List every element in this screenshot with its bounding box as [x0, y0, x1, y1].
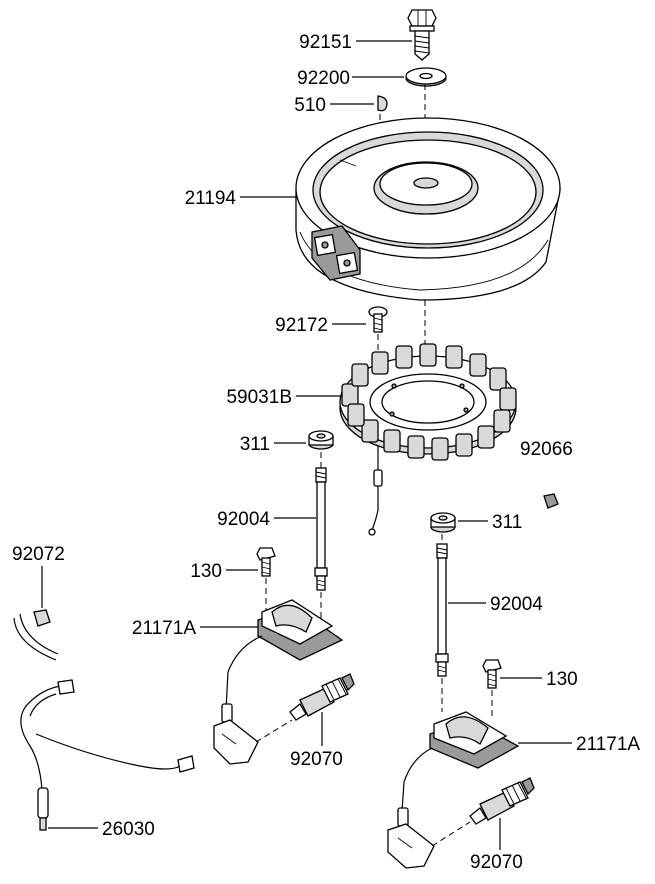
clip-92066 [543, 493, 559, 509]
label-59031B: 59031B [226, 387, 292, 408]
label-92072: 92072 [12, 544, 65, 565]
label-92004-left: 92004 [217, 509, 270, 530]
label-311-left: 311 [240, 434, 270, 455]
ignition-coil-21171A-right [387, 711, 520, 869]
label-92070-left: 92070 [290, 749, 343, 770]
nut-311-right [430, 512, 456, 533]
spark-plug-92070-right [469, 777, 535, 825]
key-510 [377, 95, 388, 112]
ignition-coil-21171A-left [213, 599, 344, 765]
label-92200: 92200 [297, 68, 350, 89]
bolt-92151 [407, 9, 437, 61]
label-92070-right: 92070 [470, 852, 523, 873]
wire-clip-92072 [13, 609, 59, 661]
stud-92004-left [314, 467, 328, 591]
label-311-right: 311 [492, 512, 522, 533]
label-130-left: 130 [190, 561, 222, 582]
stud-92004-right [435, 543, 449, 677]
label-21171A-left: 21171A [132, 618, 196, 639]
bolt-130-left [256, 547, 276, 577]
bolt-130-right [482, 659, 502, 689]
wire-harness-26030 [20, 679, 195, 831]
label-92004-right: 92004 [490, 594, 543, 615]
bolt-92172 [368, 306, 388, 333]
label-21194: 21194 [185, 188, 237, 209]
label-510: 510 [294, 95, 326, 116]
washer-92200 [405, 67, 447, 87]
label-92066: 92066 [520, 439, 573, 460]
label-92151: 92151 [299, 32, 352, 53]
flywheel-21194 [295, 117, 561, 301]
stator-59031B [339, 343, 517, 536]
nut-311-left [308, 430, 334, 450]
label-21171A-right: 21171A [576, 734, 640, 755]
label-92172: 92172 [275, 315, 328, 336]
spark-plug-92070-left [289, 673, 355, 721]
label-130-right: 130 [546, 669, 578, 690]
label-26030: 26030 [102, 819, 155, 840]
